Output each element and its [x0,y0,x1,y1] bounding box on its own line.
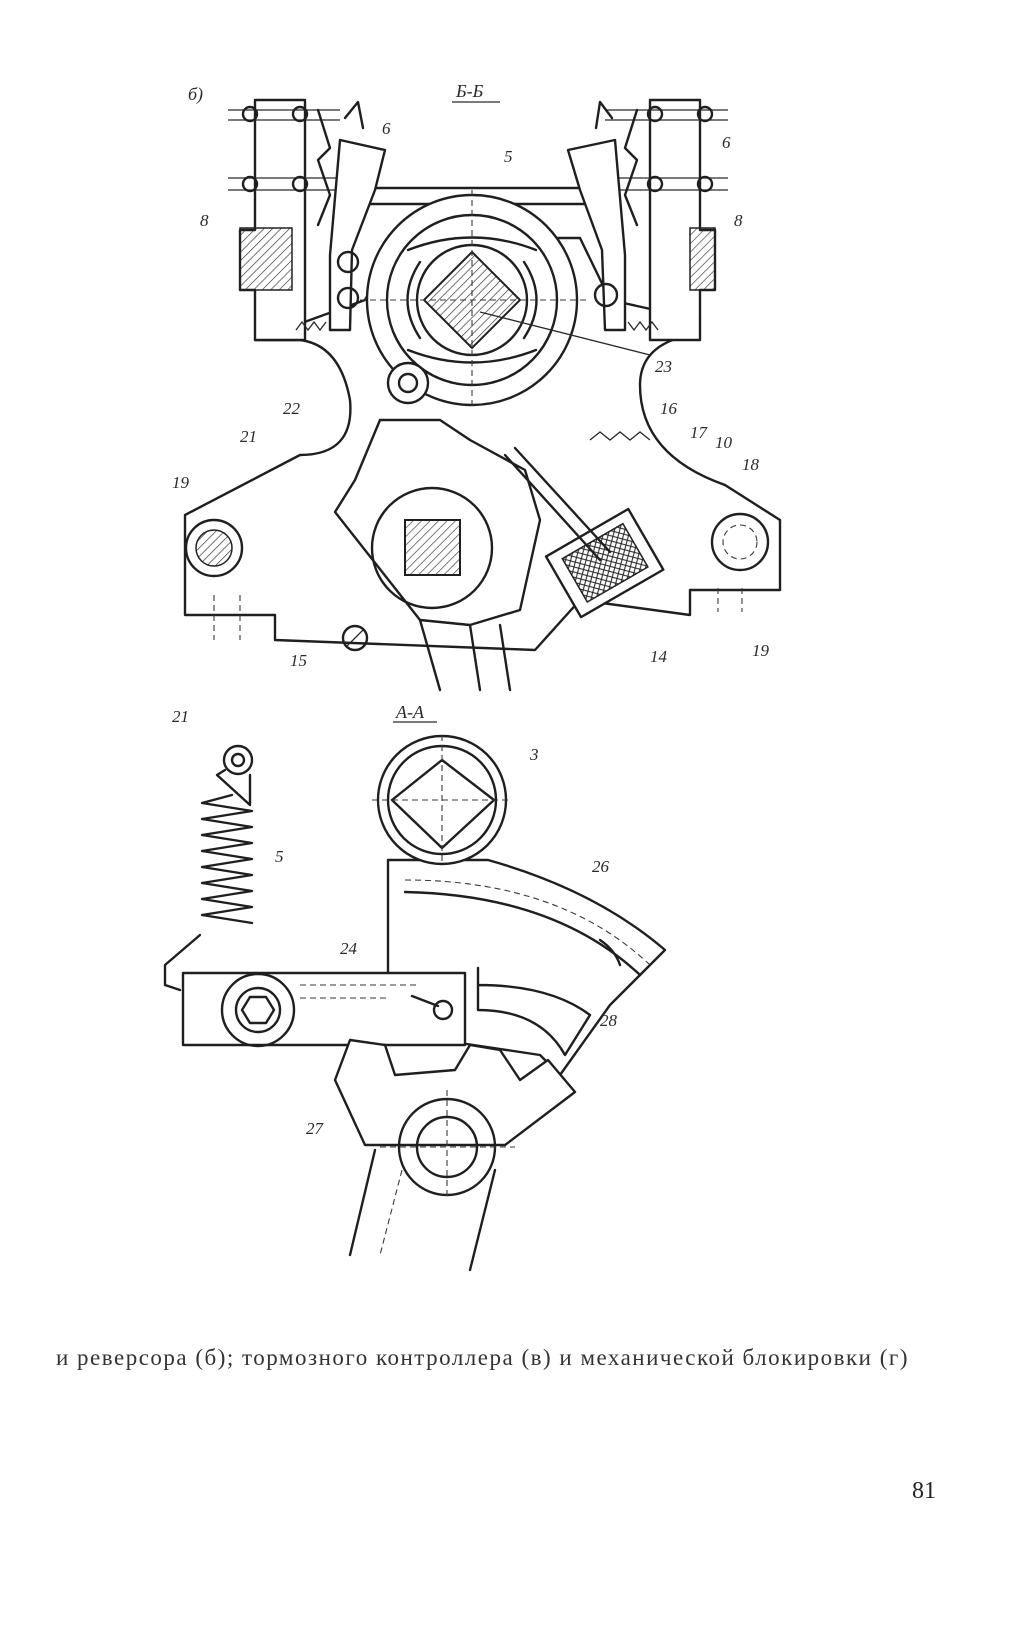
callout-6-left: 6 [382,119,391,138]
section-label-aa: А-А [395,702,425,722]
callout-8-right: 8 [734,211,743,230]
callout-24: 24 [340,939,358,958]
callout-10: 10 [715,433,733,452]
section-label-bb: Б-Б [455,81,484,101]
callout-3: 3 [529,745,539,764]
callout-22: 22 [283,399,301,418]
callout-8-left: 8 [200,211,209,230]
callout-5-g: 5 [275,847,284,866]
callout-28: 28 [600,1011,618,1030]
callout-19-right: 19 [752,641,770,660]
callout-21: 21 [240,427,257,446]
callout-16: 16 [660,399,678,418]
figure-caption: и реверсора (б); тормозного контроллера … [56,1345,909,1370]
callout-23: 23 [655,357,672,376]
callout-17: 17 [690,423,709,442]
callout-6-right: 6 [722,133,731,152]
callout-27: 27 [306,1119,325,1138]
technical-drawing: б) Б-Б 6 6 5 8 8 23 22 21 16 17 10 18 19… [163,81,782,1272]
callout-18: 18 [742,455,760,474]
callout-26: 26 [592,857,610,876]
interlock-drawing [163,734,667,1272]
callout-5: 5 [504,147,513,166]
callout-21-g: 21 [172,707,189,726]
reverser-drawing [183,98,782,692]
page-number: 81 [912,1478,936,1504]
callout-19-left: 19 [172,473,190,492]
panel-letter-b: б) [188,84,203,105]
callout-15: 15 [290,651,307,670]
callout-14: 14 [650,647,668,666]
